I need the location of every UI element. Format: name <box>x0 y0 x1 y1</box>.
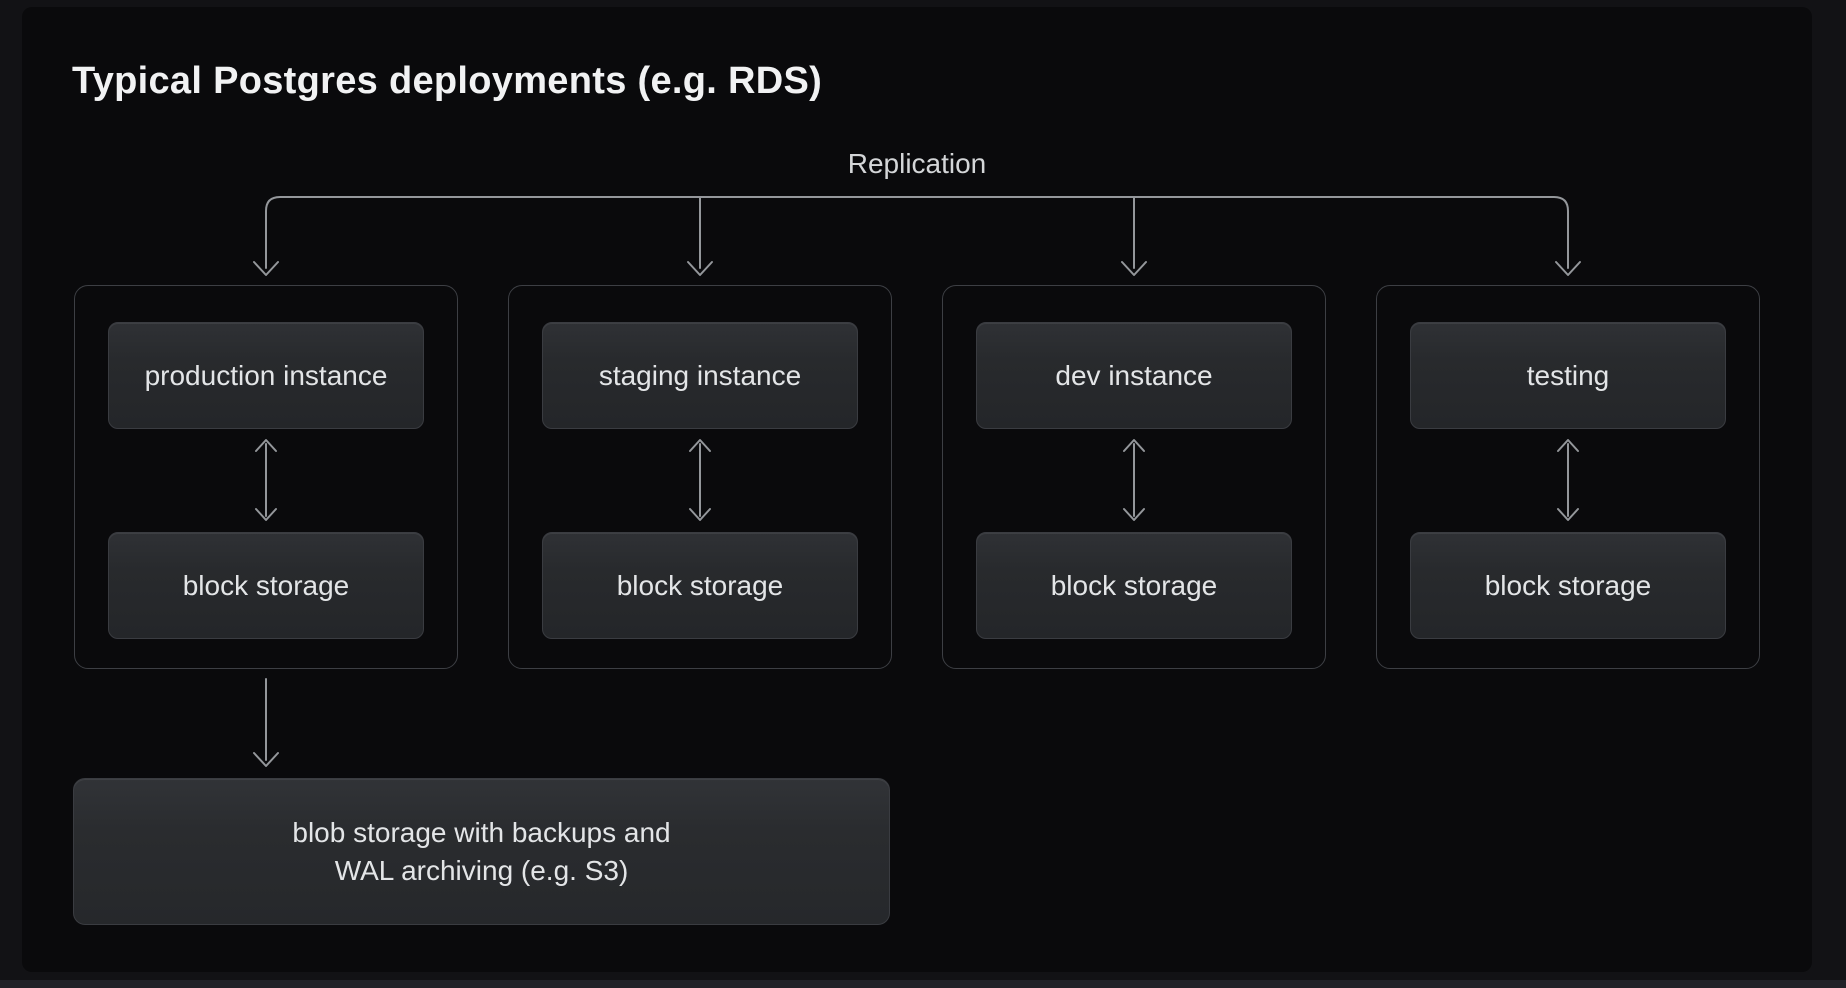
blob-storage-box: blob storage with backups and WAL archiv… <box>73 778 890 925</box>
storage-label: block storage <box>1050 569 1218 601</box>
storage-label: block storage <box>182 569 350 601</box>
storage-box: block storage <box>1410 532 1726 639</box>
storage-box: block storage <box>976 532 1292 639</box>
storage-box: block storage <box>542 532 858 639</box>
instance-box: production instance <box>108 322 424 429</box>
instance-label: dev instance <box>1055 359 1213 391</box>
instance-label: testing <box>1526 359 1610 391</box>
replication-label: Replication <box>847 148 987 179</box>
column-dev: dev instance block storage <box>942 285 1326 669</box>
column-staging: staging instance block storage <box>508 285 892 669</box>
storage-box: block storage <box>108 532 424 639</box>
column-production: production instance block storage <box>74 285 458 669</box>
blob-storage-line2: WAL archiving (e.g. S3) <box>334 854 629 886</box>
column-testing: testing block storage <box>1376 285 1760 669</box>
window-bottom-edge <box>0 980 1846 988</box>
storage-label: block storage <box>616 569 784 601</box>
instance-label: production instance <box>144 359 388 391</box>
instance-box: testing <box>1410 322 1726 429</box>
instance-box: dev instance <box>976 322 1292 429</box>
blob-storage-line1: blob storage with backups and <box>292 816 671 848</box>
storage-label: block storage <box>1484 569 1652 601</box>
instance-box: staging instance <box>542 322 858 429</box>
instance-label: staging instance <box>598 359 802 391</box>
diagram-title: Typical Postgres deployments (e.g. RDS) <box>72 60 823 102</box>
